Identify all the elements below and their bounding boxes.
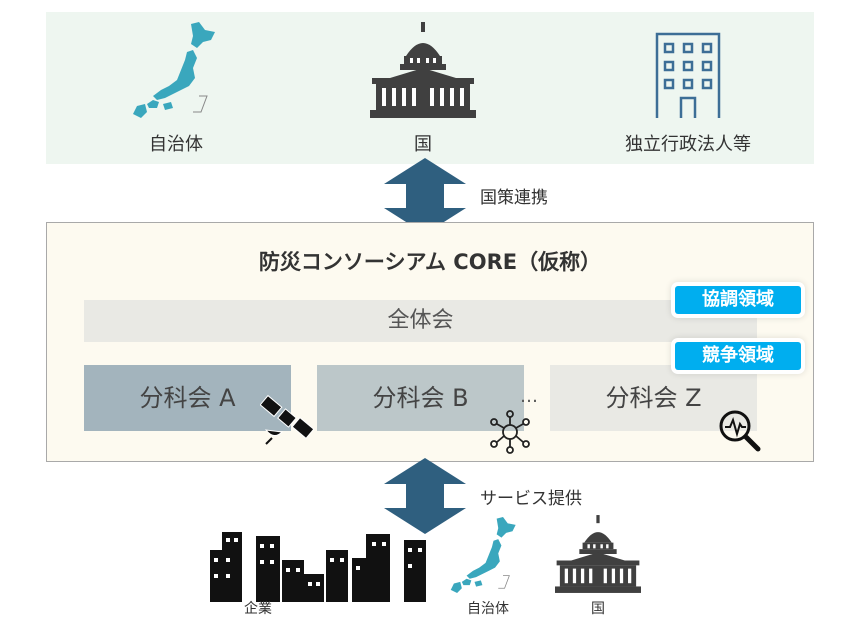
satellite-icon (260, 394, 315, 445)
subcommittee-b: 分科会 B (317, 365, 524, 431)
national-diet-building-icon (370, 22, 476, 118)
agency-label: 独立行政法人等 (625, 134, 751, 155)
competitive-area-tag: 競争領域 (675, 342, 801, 370)
cooperative-area-tag: 協調領域 (675, 286, 801, 314)
companies-label: 企業 (244, 601, 272, 617)
magnifier-pulse-icon (719, 410, 761, 452)
policy-link-label: 国策連携 (480, 188, 548, 208)
consortium-title: 防災コンソーシアム CORE（仮称） (258, 250, 602, 274)
japan-map-icon (133, 22, 215, 118)
service-double-arrow (384, 458, 466, 534)
ellipsis: … (520, 386, 539, 407)
service-label: サービス提供 (480, 489, 582, 509)
network-icon (490, 410, 530, 454)
national-label-bottom: 国 (591, 601, 605, 617)
companies-buildings-icon (210, 532, 426, 602)
local-gov-label-bottom: 自治体 (467, 601, 509, 617)
local-gov-label: 自治体 (149, 134, 203, 155)
national-label: 国 (414, 134, 432, 155)
policy-link-double-arrow (384, 158, 466, 234)
office-building-icon (655, 32, 721, 118)
national-diet-building-icon-small (555, 515, 641, 593)
plenary-bar: 全体会 (84, 300, 757, 342)
japan-map-icon-small (450, 517, 516, 593)
subcommittee-a: 分科会 A (84, 365, 291, 431)
